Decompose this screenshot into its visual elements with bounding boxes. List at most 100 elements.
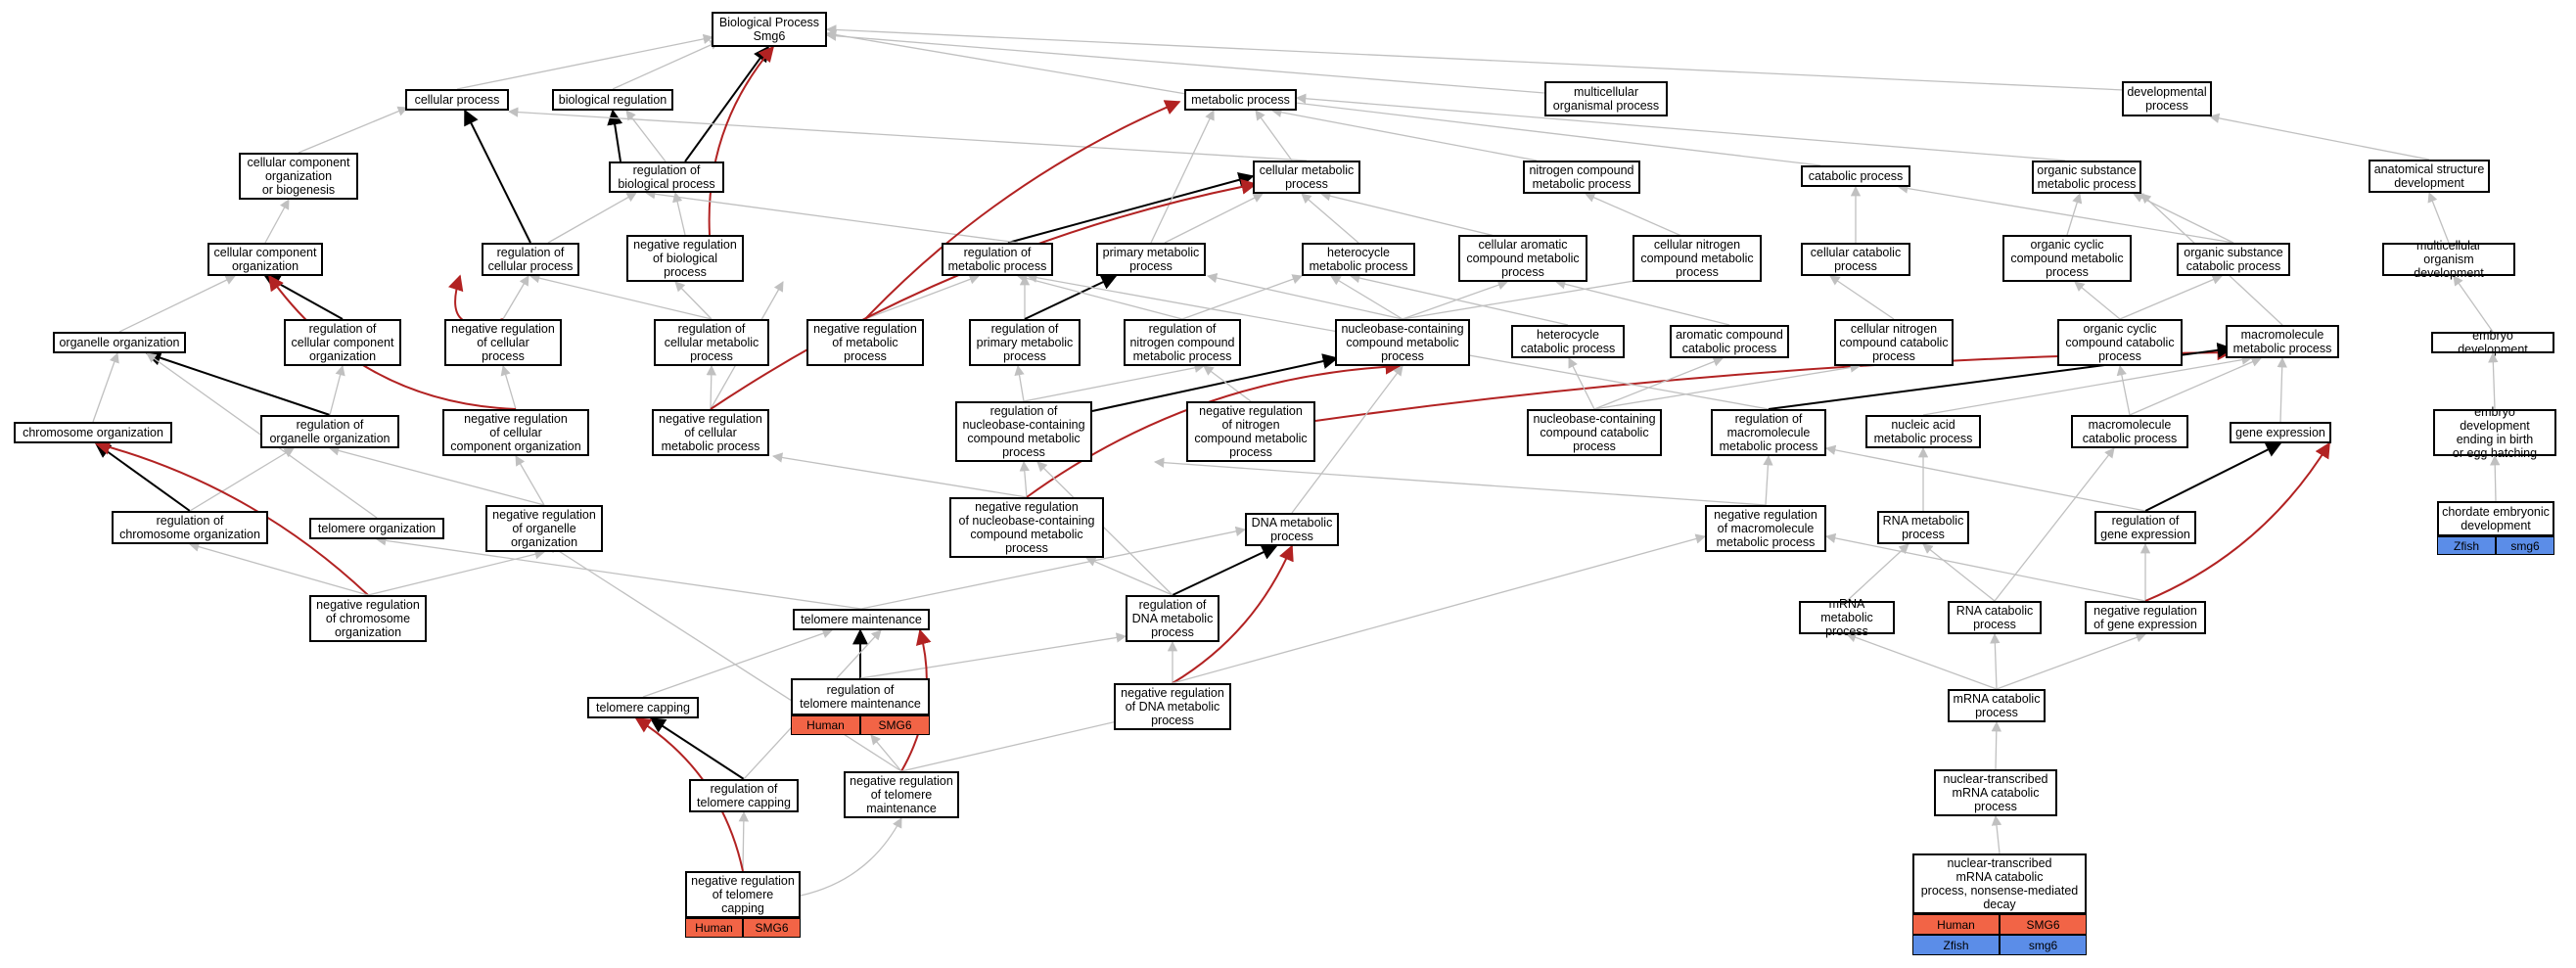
node-negative-regulation-of-metabolic-process[interactable]: negative regulation of metabolic process [806, 319, 924, 366]
node-macromolecule-catabolic-process[interactable]: macromolecule catabolic process [2071, 415, 2188, 448]
node-multicellular-organism-development[interactable]: multicellular organism development [2382, 239, 2515, 280]
node-regulation-of-chromosome-organization[interactable]: regulation of chromosome organization [112, 511, 268, 544]
node-regulation-of-gene-expression[interactable]: regulation of gene expression [2094, 511, 2196, 544]
node-negative-regulation-of-dna-metabolic-process[interactable]: negative regulation of DNA metabolic pro… [1114, 683, 1231, 730]
annotation-gene-smg6: SMG6 [2000, 914, 2087, 935]
node-cellular-aromatic-compound-metabolic-process[interactable]: cellular aromatic compound metabolic pro… [1458, 235, 1587, 282]
node-gene-expression[interactable]: gene expression [2230, 422, 2331, 443]
is-a-edge [1991, 720, 2002, 770]
is-a-edge [502, 275, 529, 320]
node-regulation-of-telomere-capping[interactable]: regulation of telomere capping [689, 779, 799, 812]
node-regulation-of-cellular-metabolic-process[interactable]: regulation of cellular metabolic process [654, 319, 769, 366]
node-negative-regulation-of-gene-expression[interactable]: negative regulation of gene expression [2085, 601, 2206, 634]
node-negative-regulation-of-organelle-organization[interactable]: negative regulation of organelle organiz… [485, 505, 603, 552]
node-regulation-of-biological-process[interactable]: regulation of biological process [609, 161, 724, 193]
node-negative-regulation-of-biological-process[interactable]: negative regulation of biological proces… [626, 235, 744, 282]
node-anatomical-structure-development[interactable]: anatomical structure development [2369, 160, 2490, 193]
is-a-edge [298, 106, 408, 154]
node-regulation-of-macromolecule-metabolic-process[interactable]: regulation of macromolecule metabolic pr… [1711, 409, 1826, 456]
node-nucleobase-containing-compound-metabolic-process[interactable]: nucleobase-containing compound metabolic… [1335, 319, 1470, 366]
node-regulation-of-cellular-process[interactable]: regulation of cellular process [482, 243, 579, 276]
node-aromatic-compound-catabolic-process[interactable]: aromatic compound catabolic process [1670, 325, 1789, 358]
node-chromosome-organization[interactable]: chromosome organization [14, 422, 172, 443]
regulates-edge [94, 442, 191, 512]
is-a-edge [1295, 93, 2066, 161]
node-multicellular-organismal-process[interactable]: multicellular organismal process [1544, 81, 1668, 116]
node-negative-regulation-of-macromolecule-metabolic-process[interactable]: negative regulation of macromolecule met… [1705, 505, 1826, 552]
node-cellular-nitrogen-compound-catabolic-process[interactable]: cellular nitrogen compound catabolic pro… [1834, 319, 1954, 366]
node-mrna-metabolic-process[interactable]: mRNA metabolic process [1799, 597, 1895, 638]
regulates-edge [607, 109, 623, 162]
node-regulation-of-metabolic-process[interactable]: regulation of metabolic process [942, 243, 1053, 276]
node-primary-metabolic-process[interactable]: primary metabolic process [1096, 243, 1206, 276]
node-rna-catabolic-process[interactable]: RNA catabolic process [1948, 601, 2042, 634]
node-cellular-process[interactable]: cellular process [405, 89, 509, 111]
node-telomere-maintenance[interactable]: telomere maintenance [793, 609, 930, 630]
is-a-edge [2116, 364, 2131, 416]
is-a-edge [2119, 274, 2223, 320]
node-biological-regulation[interactable]: biological regulation [552, 89, 673, 111]
node-organic-cyclic-compound-metabolic-process[interactable]: organic cyclic compound metabolic proces… [2002, 235, 2132, 282]
node-nonsense-mediated-decay[interactable]: nuclear-transcribed mRNA catabolic proce… [1912, 853, 2087, 914]
node-nuclear-transcribed-mrna-catabolic-process[interactable]: nuclear-transcribed mRNA catabolic proce… [1934, 769, 2057, 816]
node-regulation-of-telomere-maintenance[interactable]: regulation of telomere maintenance [791, 678, 930, 715]
node-dna-metabolic-process[interactable]: DNA metabolic process [1245, 513, 1339, 546]
node-negative-regulation-of-chromosome-organization[interactable]: negative regulation of chromosome organi… [309, 595, 427, 642]
node-catabolic-process[interactable]: catabolic process [1801, 165, 1910, 187]
node-organic-cyclic-compound-catabolic-process[interactable]: organic cyclic compound catabolic proces… [2057, 319, 2183, 366]
node-regulation-of-dna-metabolic-process[interactable]: regulation of DNA metabolic process [1126, 595, 1219, 642]
regulates-edge [1091, 353, 1339, 412]
node-embryo-development-ending-in-birth[interactable]: embryo development ending in birth or eg… [2433, 405, 2556, 460]
is-a-edge [706, 364, 716, 410]
node-metabolic-process[interactable]: metabolic process [1184, 89, 1297, 111]
node-negative-regulation-of-cc-organization[interactable]: negative regulation of cellular componen… [442, 409, 589, 456]
node-regulation-of-nucleobase-containing-compound-metabolic-process[interactable]: regulation of nucleobase-containing comp… [955, 401, 1092, 462]
node-cellular-nitrogen-compound-metabolic-process[interactable]: cellular nitrogen compound metabolic pro… [1633, 235, 1762, 282]
node-organelle-organization[interactable]: organelle organization [53, 332, 186, 353]
node-regulation-of-nitrogen-compound-metabolic-process[interactable]: regulation of nitrogen compound metaboli… [1124, 319, 1241, 366]
node-macromolecule-metabolic-process[interactable]: macromolecule metabolic process [2226, 325, 2339, 358]
node-negative-regulation-of-cellular-process[interactable]: negative regulation of cellular process [444, 319, 562, 366]
node-cellular-metabolic-process[interactable]: cellular metabolic process [1253, 161, 1360, 194]
is-a-edge [2074, 281, 2121, 320]
is-a-edge [1150, 110, 1215, 244]
is-a-edge [1990, 632, 2001, 690]
is-a-edge [92, 352, 119, 423]
is-a-edge [2453, 275, 2494, 333]
node-negative-regulation-of-cellular-metabolic-process[interactable]: negative regulation of cellular metaboli… [652, 409, 769, 456]
node-regulation-of-primary-metabolic-process[interactable]: regulation of primary metabolic process [969, 319, 1081, 366]
is-a-edge [329, 364, 345, 416]
node-nucleic-acid-metabolic-process[interactable]: nucleic acid metabolic process [1865, 415, 1981, 448]
is-a-edge [1014, 364, 1025, 402]
is-a-edge [2488, 351, 2499, 410]
node-negative-regulation-of-nitrogen-compound-metabolic-process[interactable]: negative regulation of nitrogen compound… [1186, 401, 1315, 462]
node-regulation-of-cc-organization[interactable]: regulation of cellular component organiz… [284, 319, 401, 366]
node-heterocycle-metabolic-process[interactable]: heterocycle metabolic process [1302, 243, 1415, 276]
negatively-regulates-edge [708, 45, 775, 236]
is-a-edge [2129, 356, 2262, 416]
node-negative-regulation-of-telomere-capping[interactable]: negative regulation of telomere capping [685, 871, 801, 918]
node-nitrogen-compound-metabolic-process[interactable]: nitrogen compound metabolic process [1523, 161, 1640, 194]
regulates-edge [145, 350, 331, 416]
node-chordate-embryonic-development[interactable]: chordate embryonic development [2437, 501, 2554, 536]
node-developmental-process[interactable]: developmental process [2122, 81, 2212, 116]
node-nucleobase-containing-compound-catabolic-process[interactable]: nucleobase-containing compound catabolic… [1527, 409, 1662, 456]
is-a-edge [1994, 447, 2115, 602]
node-regulation-of-organelle-organization[interactable]: regulation of organelle organization [260, 415, 399, 448]
node-cellular-component-organization[interactable]: cellular component organization [207, 243, 323, 276]
node-heterocycle-catabolic-process[interactable]: heterocycle catabolic process [1511, 325, 1625, 358]
node-negative-regulation-of-nucleobase-containing-compound-metabolic-process[interactable]: negative regulation of nucleobase-contai… [949, 497, 1104, 558]
node-negative-regulation-of-telomere-maintenance[interactable]: negative regulation of telomere maintena… [844, 771, 959, 818]
node-organic-substance-metabolic-process[interactable]: organic substance metabolic process [2032, 161, 2141, 194]
is-a-edge [800, 817, 902, 897]
node-rna-metabolic-process[interactable]: RNA metabolic process [1877, 511, 1969, 544]
node-embryo-development[interactable]: embryo development [2431, 329, 2554, 356]
node-mrna-catabolic-process[interactable]: mRNA catabolic process [1948, 689, 2046, 722]
node-cellular-catabolic-process[interactable]: cellular catabolic process [1801, 243, 1910, 276]
node-telomere-capping[interactable]: telomere capping [587, 697, 699, 718]
node-biological-process[interactable]: Biological Process Smg6 [712, 12, 827, 47]
node-organic-substance-catabolic-process[interactable]: organic substance catabolic process [2177, 243, 2290, 276]
is-a-edge [1763, 454, 1773, 506]
node-cc-organization-or-biogenesis[interactable]: cellular component organization or bioge… [239, 153, 358, 200]
node-telomere-organization[interactable]: telomere organization [309, 518, 444, 539]
